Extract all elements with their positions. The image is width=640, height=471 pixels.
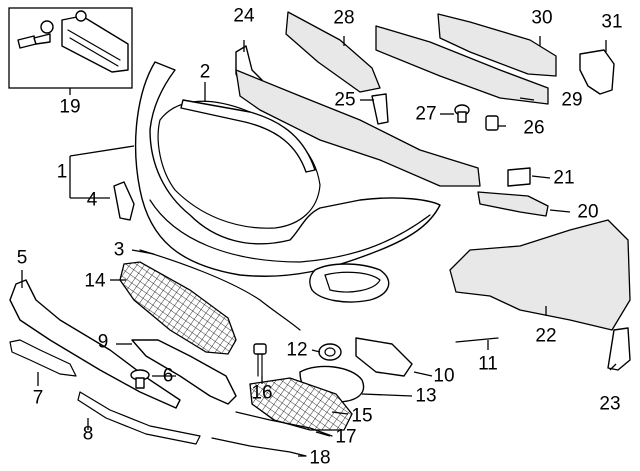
callout-18: 18	[309, 447, 331, 469]
part-20-guide	[477, 191, 549, 217]
part-23-bracket	[607, 327, 631, 371]
callout-17: 17	[335, 426, 357, 448]
part-30-absorber	[437, 13, 557, 77]
part-2-upper-trim	[180, 99, 316, 173]
callout-14: 14	[84, 270, 106, 292]
part-28-grille-support	[285, 11, 381, 93]
callout-29: 29	[561, 89, 583, 111]
part-6-clip	[130, 369, 150, 389]
part-9-fog-trim	[131, 339, 237, 405]
callout-16: 16	[251, 382, 273, 404]
part-26-nut-clip	[485, 115, 499, 131]
callout-6: 6	[162, 365, 174, 387]
callout-12: 12	[286, 339, 308, 361]
callout-13: 13	[415, 385, 437, 407]
part-7-molding	[9, 339, 77, 377]
part-1-bumper-cover	[134, 61, 441, 303]
part-14-lower-grille	[119, 261, 237, 355]
part-17-trim	[235, 411, 333, 437]
callout-11: 11	[478, 353, 498, 375]
impact-bar	[235, 69, 481, 187]
callout-23: 23	[599, 393, 621, 415]
leader-lines	[21, 36, 617, 457]
part-10-fog-bracket	[355, 337, 413, 377]
part-19-license-plate-bracket	[8, 7, 133, 95]
part-11-screw	[455, 337, 499, 343]
part-3-lower-trim	[139, 249, 301, 331]
callout-4: 4	[86, 189, 98, 211]
callout-8: 8	[82, 423, 94, 445]
callout-7: 7	[32, 387, 44, 409]
callout-30: 30	[531, 7, 553, 29]
part-21-bracket	[507, 167, 531, 187]
callout-3: 3	[113, 239, 125, 261]
callout-19: 19	[59, 96, 81, 118]
callout-28: 28	[333, 7, 355, 29]
callout-2: 2	[199, 61, 211, 83]
part-4-side-marker	[113, 181, 135, 221]
part-31-side-bracket	[579, 49, 615, 95]
callout-5: 5	[16, 247, 28, 269]
part-22-side-bracket	[449, 219, 631, 331]
callout-22: 22	[535, 325, 557, 347]
callout-31: 31	[601, 11, 623, 33]
part-29-reinforcement	[375, 25, 549, 105]
part-15-mesh-insert	[249, 377, 353, 431]
part-16-bolt	[253, 343, 267, 377]
callout-25: 25	[334, 89, 356, 111]
part-12-sensor	[318, 343, 342, 361]
callout-26: 26	[523, 117, 545, 139]
callout-27: 27	[415, 103, 437, 125]
part-27-push-pin	[454, 104, 470, 123]
callout-15: 15	[351, 405, 373, 427]
part-18-trim	[211, 437, 307, 457]
callout-1: 1	[56, 161, 68, 183]
callout-21: 21	[553, 167, 575, 189]
callout-9: 9	[97, 331, 109, 353]
callout-10: 10	[433, 365, 455, 387]
part-8-chrome-strip	[77, 391, 201, 445]
callout-24: 24	[233, 5, 255, 27]
callout-20: 20	[577, 201, 599, 223]
part-25-clip	[371, 93, 389, 125]
